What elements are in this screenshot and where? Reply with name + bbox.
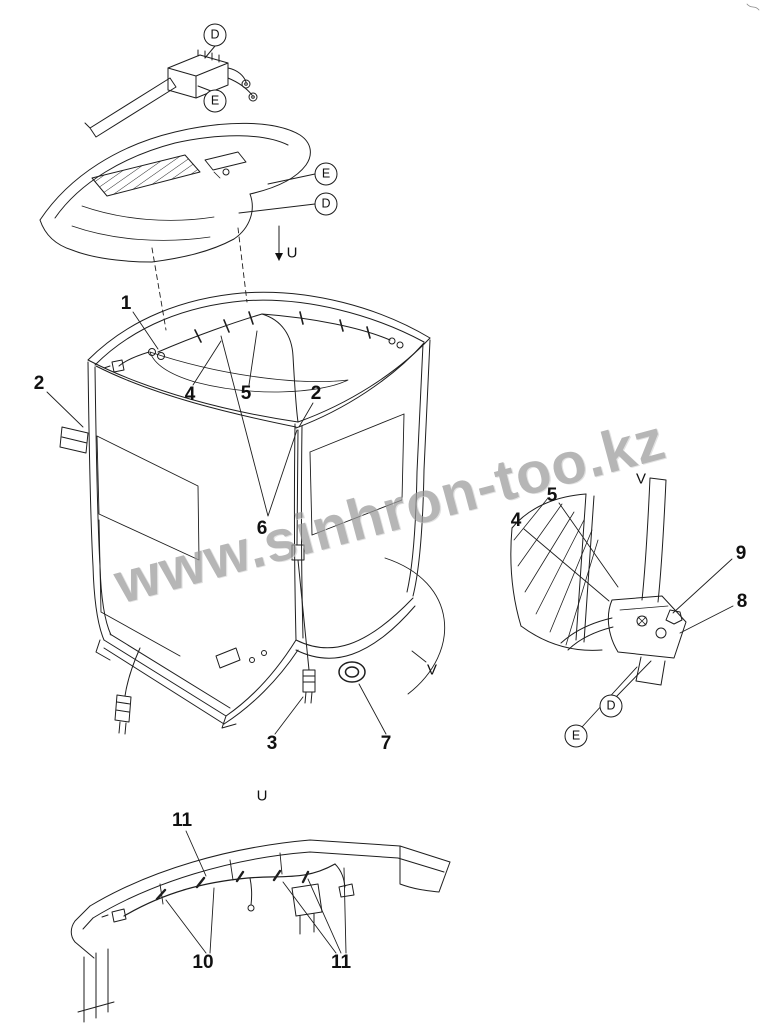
balloon-e-top: E: [203, 89, 227, 113]
part-callout-11-bottom: 11: [330, 952, 352, 973]
relay-bracket-assembly: [84, 45, 258, 138]
part-callout-10: 10: [192, 952, 214, 973]
balloon-d-detail: D: [599, 694, 623, 718]
part-callout-9: 9: [735, 543, 747, 564]
part-callout-5-detail: 5: [546, 485, 558, 506]
part-callout-6: 6: [256, 518, 268, 539]
part-callout-2-left: 2: [33, 373, 45, 394]
part-callout-4-detail: 4: [510, 510, 522, 531]
balloon-e-roof: E: [314, 162, 338, 186]
balloon-e-detail: E: [564, 724, 588, 748]
part-callout-7: 7: [380, 733, 392, 754]
balloon-d-top: D: [203, 23, 227, 47]
view-label-v-main: V: [426, 661, 438, 679]
detail-view-v: [510, 477, 734, 728]
front-cowl-view-u: [70, 830, 451, 1023]
part-callout-8: 8: [736, 591, 748, 612]
leader-lines-main: [46, 311, 427, 735]
cab-frame: [59, 291, 446, 735]
balloon-d-roof: D: [314, 192, 338, 216]
view-label-v-detail: V: [635, 470, 647, 488]
part-callout-2-right: 2: [310, 383, 322, 404]
view-label-u-top: U: [286, 244, 298, 262]
part-callout-4: 4: [184, 384, 196, 405]
part-callout-1: 1: [120, 293, 132, 314]
part-callout-5: 5: [240, 383, 252, 404]
page-corner-mark: [746, 3, 760, 11]
part-callout-11-top: 11: [171, 810, 193, 831]
part-callout-3: 3: [266, 733, 278, 754]
view-label-u-bottom: U: [256, 787, 268, 805]
roof-panel-assembly: [39, 122, 316, 331]
